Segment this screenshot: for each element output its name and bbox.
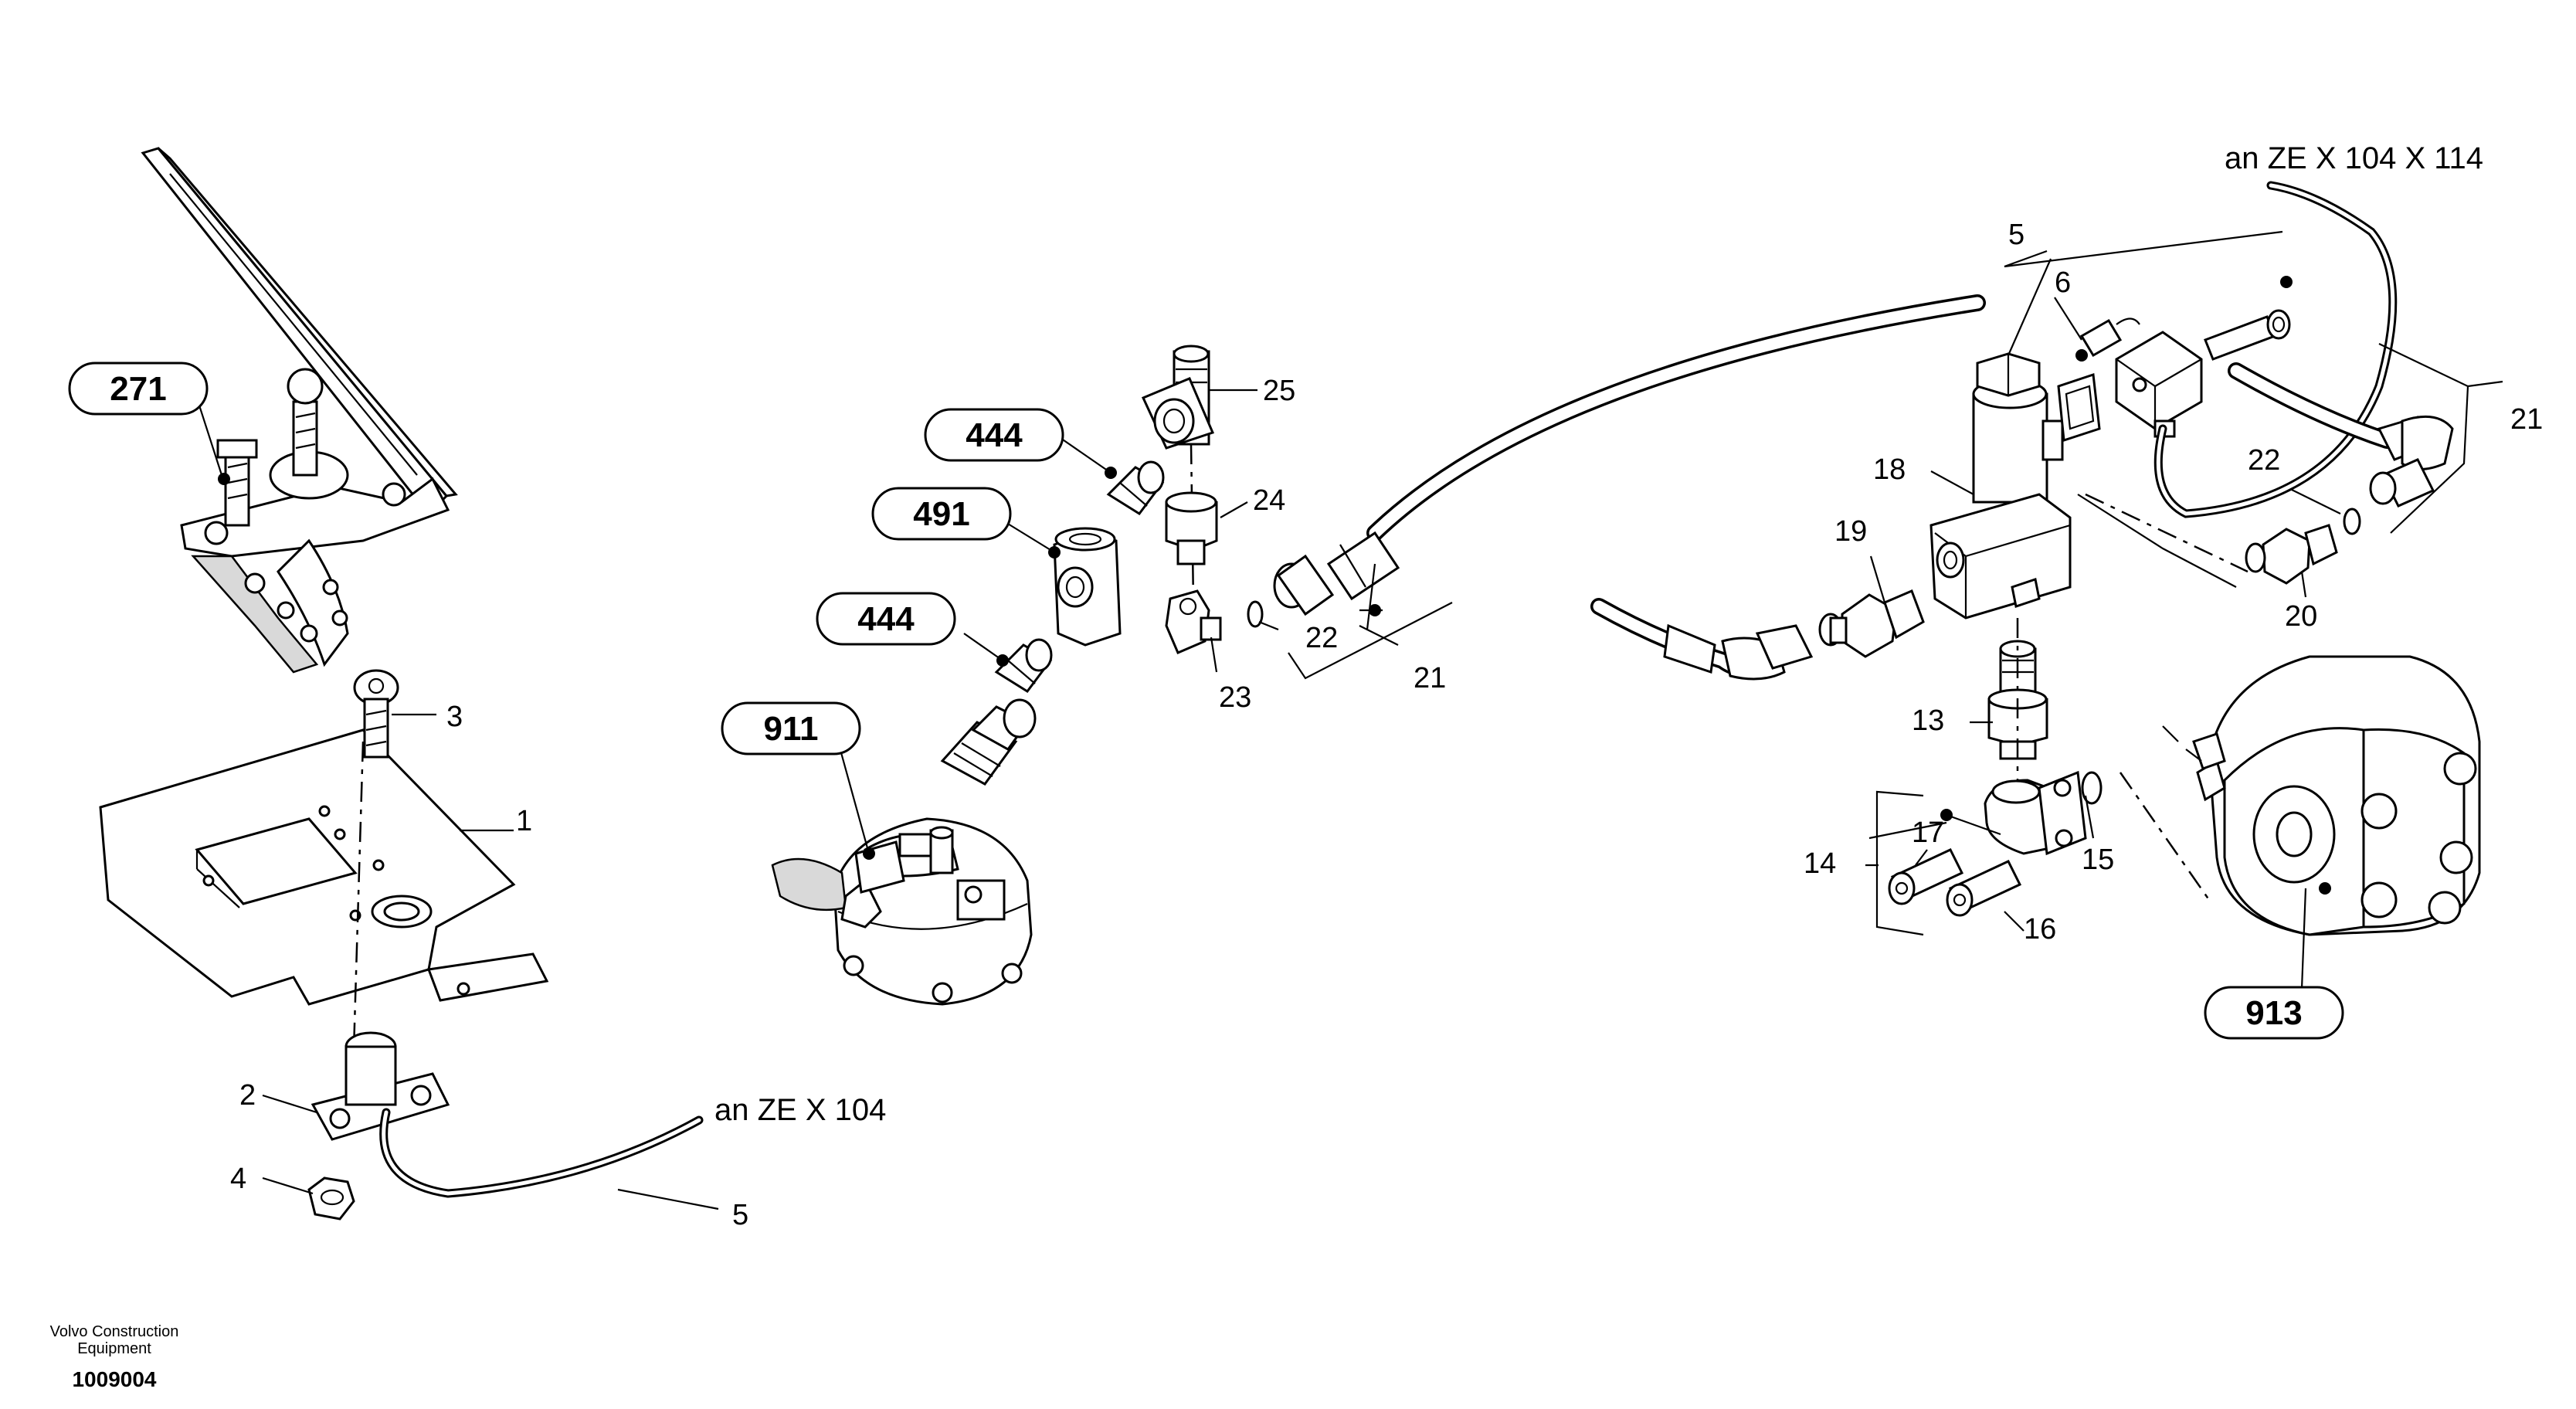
leader-lines <box>192 230 2503 1210</box>
drawing-number: 1009004 <box>72 1367 156 1391</box>
svg-text:913: 913 <box>2245 994 2302 1032</box>
ref-491: 491 <box>871 487 1012 541</box>
hydraulic-pump-913 <box>2192 655 2481 936</box>
nipple-19 <box>1818 589 1925 658</box>
gasket <box>2057 372 2101 443</box>
screw-3 <box>353 669 399 759</box>
ref-444-lower: 444 <box>816 592 956 646</box>
elbow-block-14 <box>1984 770 2087 856</box>
label-14: 14 <box>1804 847 1836 880</box>
hydraulic-hose-21-right <box>2228 362 2454 508</box>
connector-6 <box>2079 317 2140 358</box>
label-21-right: 21 <box>2510 403 2543 436</box>
ref-913: 913 <box>2204 986 2344 1040</box>
screw-16 <box>1946 860 2022 917</box>
nipple-20 <box>2245 524 2338 585</box>
pedal-switch-2 <box>311 1031 450 1141</box>
footer: Volvo Construction Equipment 1009004 <box>50 1323 179 1391</box>
reference-bubbles: 271 444 491 444 911 913 <box>68 362 2344 1040</box>
svg-text:444: 444 <box>857 600 915 638</box>
label-16: 16 <box>2024 913 2056 946</box>
svg-text:911: 911 <box>764 710 819 748</box>
leader-dots <box>863 276 2331 895</box>
label-15: 15 <box>2082 844 2114 876</box>
label-4: 4 <box>230 1163 246 1195</box>
label-3: 3 <box>446 701 463 733</box>
plug-444-lower <box>994 638 1053 694</box>
connector-911-nipple <box>940 698 1037 786</box>
note-bottom: an ZE X 104 <box>714 1093 886 1127</box>
floor-plate <box>99 728 549 1129</box>
label-24: 24 <box>1253 484 1285 517</box>
adapter-24 <box>1165 491 1218 565</box>
hydraulic-hose-middle <box>1590 598 1814 681</box>
ref-444-upper: 444 <box>924 408 1064 462</box>
plug-444-upper <box>1106 460 1165 516</box>
ref-911: 911 <box>721 701 861 755</box>
label-25: 25 <box>1263 375 1295 407</box>
label-17: 17 <box>1912 817 1944 849</box>
solenoid-valve-18 <box>1929 352 2072 620</box>
ref-271: 271 <box>68 362 209 416</box>
label-21-left: 21 <box>1414 662 1446 694</box>
nut-4 <box>307 1176 355 1221</box>
label-13: 13 <box>1912 704 1944 737</box>
plug-screw <box>2204 309 2291 361</box>
label-5-bottom: 5 <box>732 1199 748 1231</box>
solenoid-cable-top <box>2153 181 2398 518</box>
footer-company: Volvo Construction <box>50 1323 179 1340</box>
label-2: 2 <box>239 1079 256 1112</box>
label-19: 19 <box>1834 515 1867 548</box>
accelerator-pedal-assembly <box>141 147 458 674</box>
label-20: 20 <box>2285 600 2317 633</box>
o-ring-22-left <box>1247 600 1264 628</box>
callout-numbers: 1 2 3 4 5 5 6 13 14 15 16 17 18 19 20 21… <box>230 219 2543 1231</box>
label-18: 18 <box>1873 453 1906 486</box>
label-23: 23 <box>1219 681 1251 714</box>
footer-company-line2: Equipment <box>77 1340 151 1357</box>
svg-text:491: 491 <box>913 495 969 533</box>
tee-491 <box>1053 527 1122 647</box>
label-5-top: 5 <box>2008 219 2024 251</box>
o-ring-22-right <box>2343 508 2361 535</box>
hydraulic-hose-21 <box>1273 294 1986 616</box>
screw-17 <box>1888 848 1964 905</box>
label-22-left: 22 <box>1305 622 1338 654</box>
note-top-right: an ZE X 104 X 114 <box>2225 141 2483 175</box>
switch-cable-bottom <box>379 1108 704 1198</box>
brake-valve-911 <box>771 817 1033 1006</box>
svg-text:444: 444 <box>966 416 1023 454</box>
label-1: 1 <box>516 805 532 837</box>
label-6: 6 <box>2055 267 2071 299</box>
svg-text:271: 271 <box>110 370 166 408</box>
fitting-25 <box>1141 345 1215 450</box>
solenoid-plug <box>2115 331 2203 438</box>
o-ring-15 <box>2081 771 2103 805</box>
label-22-right: 22 <box>2248 444 2280 477</box>
